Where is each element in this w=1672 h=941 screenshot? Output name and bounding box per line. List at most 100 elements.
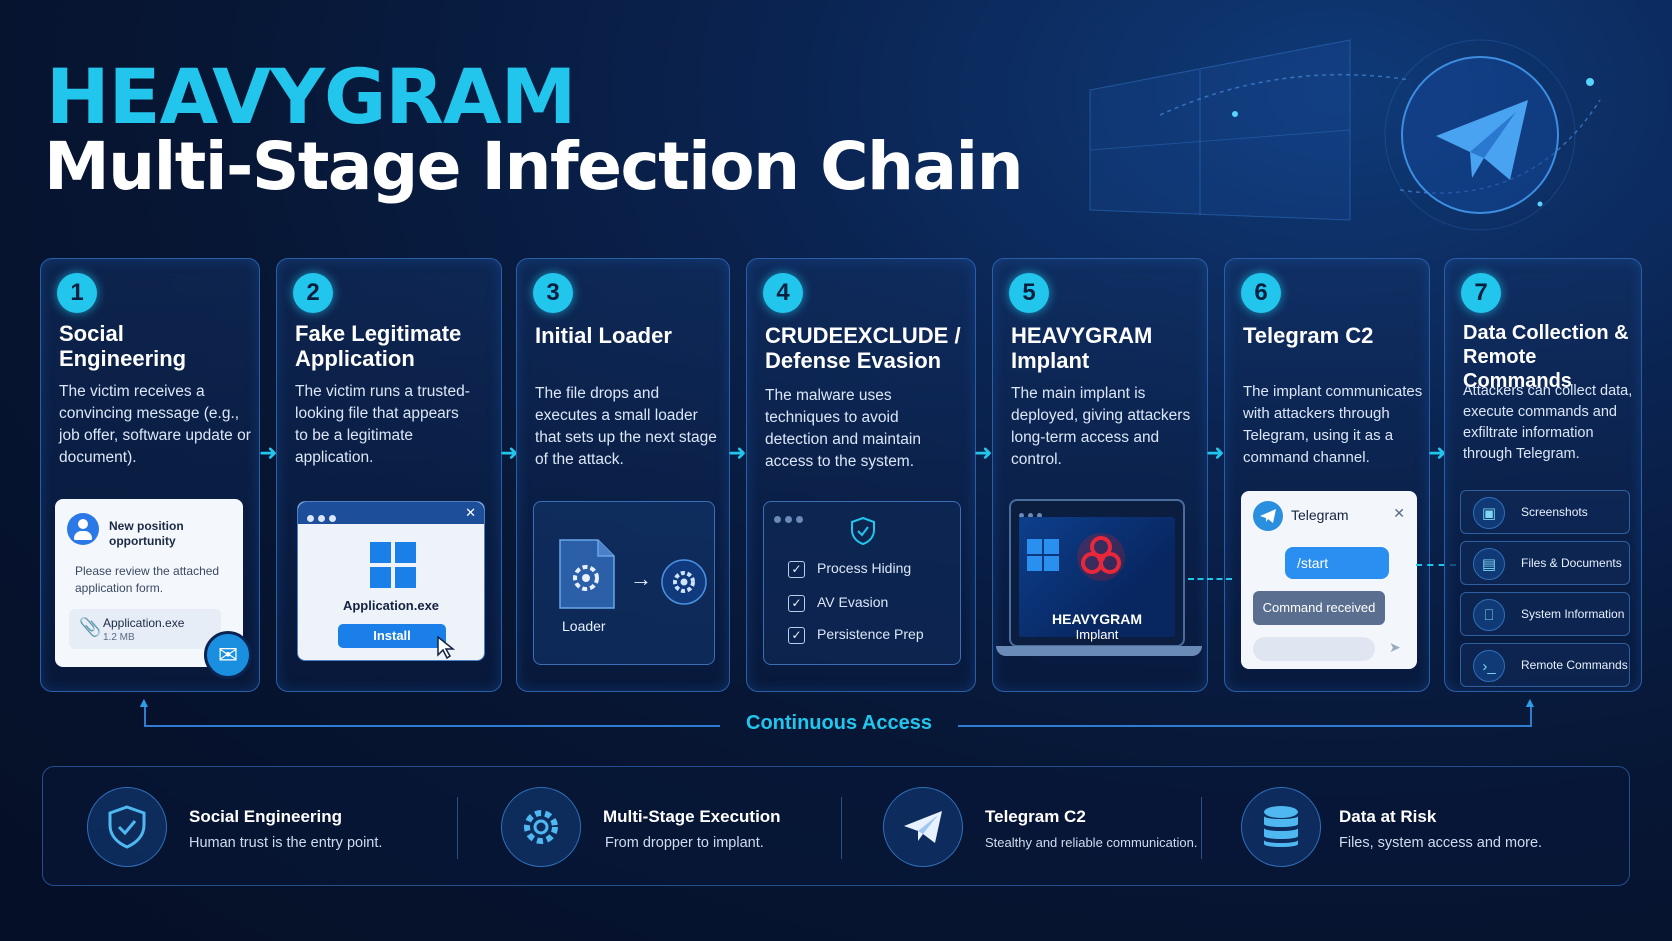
screen-title: HEAVYGRAM <box>1052 611 1142 627</box>
install-button[interactable]: Install <box>338 624 446 648</box>
stage-title: Telegram C2 <box>1243 323 1374 348</box>
message-heading: New position opportunity <box>109 519 184 548</box>
close-icon[interactable]: ✕ <box>465 505 476 520</box>
feature-title: Data at Risk <box>1339 807 1437 826</box>
stage-description: Attackers can collect data, execute comm… <box>1463 383 1633 462</box>
title-subtitle: Multi-Stage Infection Chain <box>44 128 1024 205</box>
feature-description: From dropper to implant. <box>605 835 764 851</box>
message-input[interactable] <box>1253 637 1375 661</box>
telegram-icon <box>883 787 963 867</box>
stage-description: The file drops and executes a small load… <box>535 385 717 468</box>
gear-icon <box>501 787 581 867</box>
telegram-icon <box>1253 501 1283 531</box>
app-name: Application.exe <box>342 598 440 613</box>
gear-icon <box>661 559 707 605</box>
loader-graphic: Loader → <box>533 501 715 665</box>
installer-window: ✕ Application.exe Install <box>297 501 485 661</box>
stage-4-card: 4 CRUDEEXCLUDE / Defense Evasion The mal… <box>746 258 976 692</box>
laptop-screen: HEAVYGRAM Implant <box>1009 499 1185 647</box>
file-gear-icon <box>559 539 615 609</box>
screen: HEAVYGRAM Implant <box>1019 517 1175 642</box>
checkbox-checked-icon: ✓ <box>788 594 805 612</box>
divider <box>457 797 458 859</box>
loop-line-right <box>1530 706 1532 726</box>
cursor-icon <box>437 636 456 660</box>
data-item-screenshots: ▣ Screenshots <box>1460 490 1630 534</box>
window-titlebar: ✕ <box>298 502 484 524</box>
continuous-access-label: Continuous Access <box>746 712 932 734</box>
divider <box>841 797 842 859</box>
attachment-name: Application.exe <box>103 616 185 630</box>
attachment-size: 1.2 MB <box>103 632 135 643</box>
biohazard-icon <box>1077 533 1125 581</box>
checkbox-checked-icon: ✓ <box>788 626 805 644</box>
stage-number: 2 <box>293 273 333 313</box>
checkbox-checked-icon: ✓ <box>788 560 805 578</box>
stage-description: The malware uses techniques to avoid det… <box>765 387 921 470</box>
stage-number: 1 <box>57 273 97 313</box>
image-icon: ▣ <box>1473 497 1505 529</box>
windows-logo-icon <box>1027 539 1059 571</box>
avatar <box>67 513 99 545</box>
shield-icon <box>851 516 875 546</box>
arrow-up-icon: ▲ <box>1523 694 1537 710</box>
database-icon <box>1241 787 1321 867</box>
telegram-hero-icon <box>1089 39 1601 231</box>
arrow-right-icon: ➜ <box>1428 440 1447 465</box>
loop-line-left <box>144 706 146 726</box>
stage-description: The main implant is deployed, giving att… <box>1011 385 1191 468</box>
stage-description: The victim receives a convincing message… <box>59 383 251 466</box>
stage-title: Fake Legitimate Application <box>295 321 462 371</box>
feature-description: Stealthy and reliable communication. <box>985 835 1198 850</box>
evasion-item: ✓Persistence Prep <box>788 626 924 644</box>
feature-title: Multi-Stage Execution <box>603 807 781 826</box>
stage-number: 4 <box>763 273 803 313</box>
stage-description: The victim runs a trusted-looking file t… <box>295 383 470 466</box>
paperclip-icon: 📎 <box>79 617 102 637</box>
stage-2-card: 2 Fake Legitimate Application The victim… <box>276 258 502 692</box>
shield-icon <box>87 787 167 867</box>
feature-description: Human trust is the entry point. <box>189 835 383 851</box>
stage-title: HEAVYGRAM Implant <box>1011 323 1153 373</box>
stage-number: 6 <box>1241 273 1281 313</box>
stage-1-card: 1 Social Engineering The victim receives… <box>40 258 260 692</box>
arrow-right-icon: ➜ <box>500 440 519 465</box>
monitor-icon: ⎕ <box>1473 599 1505 631</box>
stage-description: The implant communicates with attackers … <box>1243 383 1423 466</box>
loop-line <box>958 725 1532 727</box>
arrow-right-icon: ➜ <box>259 440 278 465</box>
feature-title: Social Engineering <box>189 807 343 826</box>
stage-title: CRUDEEXCLUDE / Defense Evasion <box>765 323 961 373</box>
dashed-connector <box>1188 578 1232 580</box>
stage-title: Data Collection & Remote Commands <box>1463 322 1629 392</box>
divider <box>1201 797 1202 859</box>
close-icon[interactable]: ✕ <box>1393 505 1405 521</box>
evasion-item: ✓AV Evasion <box>788 594 888 612</box>
feature-description: Files, system access and more. <box>1339 835 1543 851</box>
stage-5-card: 5 HEAVYGRAM Implant The main implant is … <box>992 258 1208 692</box>
evasion-item: ✓Process Hiding <box>788 560 911 578</box>
arrow-right-icon: ➜ <box>974 440 993 465</box>
arrow-up-icon: ▲ <box>137 694 151 710</box>
chat-title: Telegram <box>1291 507 1349 523</box>
attachment[interactable]: 📎 Application.exe 1.2 MB <box>69 609 221 649</box>
windows-logo-icon <box>370 542 416 588</box>
stage-number: 5 <box>1009 273 1049 313</box>
envelope-icon: ✉ <box>204 631 252 679</box>
stage-6-card: 6 Telegram C2 The implant communicates w… <box>1224 258 1430 692</box>
stage-title: Initial Loader <box>535 323 672 348</box>
data-item-files: ▤ Files & Documents <box>1460 541 1630 585</box>
stage-3-card: 3 Initial Loader The file drops and exec… <box>516 258 730 692</box>
send-icon[interactable]: ➤ <box>1389 639 1401 655</box>
loop-line <box>144 725 720 727</box>
stage-title: Social Engineering <box>59 321 187 371</box>
feature-title: Telegram C2 <box>985 807 1086 826</box>
data-item-remote-commands: ›_ Remote Commands <box>1460 643 1630 687</box>
dashed-connector <box>1416 564 1456 566</box>
document-icon: ▤ <box>1473 548 1505 580</box>
sent-message: /start <box>1285 547 1389 579</box>
screen-subtitle: Implant <box>1075 627 1119 642</box>
data-item-system-info: ⎕ System Information <box>1460 592 1630 636</box>
stage-number: 3 <box>533 273 573 313</box>
laptop-base <box>996 646 1202 656</box>
